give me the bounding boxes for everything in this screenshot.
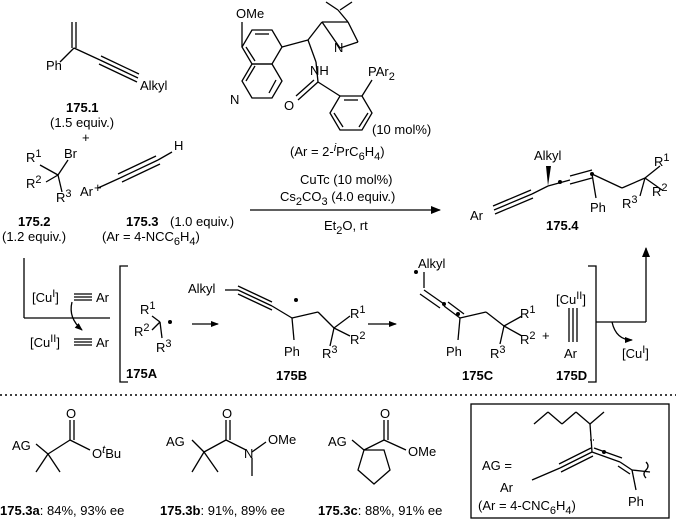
label-cu1-alkyne: [CuI] [32, 288, 59, 305]
label-r1-175A: R1 [140, 300, 156, 317]
label-cu2-alkyne: [CuII] [30, 333, 60, 350]
label-ag-a: AG [12, 438, 31, 453]
structure-175-4 [492, 165, 663, 215]
label-n-quinoline: N [230, 92, 239, 107]
structure-175-3 [97, 151, 173, 189]
label-ag-b: AG [166, 434, 185, 449]
label-ar-box: Ar [500, 480, 514, 495]
label-ph-175C: Ph [446, 344, 462, 359]
label-alkyl-175-1: Alkyl [140, 78, 168, 93]
condition-solvent: Et2O, rt [324, 218, 368, 237]
label-alkyl-175-4: Alkyl [534, 148, 562, 163]
compound-175B: 175B [276, 368, 307, 383]
label-ar-175-4: Ar [470, 208, 484, 223]
label-ar-175D: Ar [564, 346, 578, 361]
compound-175A: 175A [126, 366, 158, 381]
ligand-ar-definition: (Ar = 2-iPrC6H4) [290, 142, 385, 163]
label-otbu-a: OtBu [92, 444, 121, 461]
label-alkyl-175B: Alkyl [188, 281, 216, 296]
equiv-175-1: (1.5 equiv.) [50, 115, 114, 130]
label-cu2-ar: Ar [96, 335, 110, 350]
ag-definition-box [470, 403, 670, 519]
label-ome-b: OMe [268, 432, 296, 447]
compound-175C: 175C [462, 368, 494, 383]
label-r2-175-4: R2 [652, 182, 668, 199]
label-cu1-regenerated: [CuI] [622, 344, 649, 361]
ar-definition-175-3: (Ar = 4-NCC6H4) [102, 229, 200, 248]
compound-175-1: 175.1 [66, 100, 99, 115]
label-r2-175-2: R2 [26, 174, 42, 191]
label-ar-175-3: Ar [80, 184, 94, 199]
structure-175B [225, 285, 351, 347]
structure-175C [419, 272, 523, 345]
result-175-3c: 175.3c: 88%, 91% ee [318, 503, 442, 518]
label-br: Br [64, 146, 78, 161]
label-n-b: N [244, 446, 253, 461]
label-h-175-3: H [174, 138, 183, 153]
label-r1-175B: R1 [350, 304, 366, 321]
structure-175-3b [191, 420, 267, 476]
label-o: O [284, 98, 294, 113]
condition-cutc: CuTc (10 mol%) [300, 172, 392, 187]
label-ph-175-4: Ph [590, 200, 606, 215]
structure-175-3a [35, 420, 91, 473]
label-ph-175-1: Ph [46, 58, 62, 73]
label-r1-175C: R1 [520, 304, 536, 321]
label-alkyl-175C: Alkyl [418, 256, 446, 271]
structure-175-3c [351, 420, 407, 485]
label-ome-c: OMe [408, 444, 436, 459]
label-ome: OMe [236, 6, 264, 21]
label-cu2-175D: [CuII] [556, 290, 586, 307]
equiv-175-3: (1.0 equiv.) [170, 214, 234, 229]
label-ph-box: Ph [628, 494, 644, 509]
label-r2-175B: R2 [350, 330, 366, 347]
label-n-quinuclidine: N [334, 40, 343, 55]
label-cu1-ar: Ar [96, 290, 110, 305]
equiv-175-2: (1.2 equiv.) [2, 229, 66, 244]
plus-mechanism: + [542, 328, 550, 343]
label-o-a: O [66, 406, 76, 421]
compound-175-3: 175.3 [126, 214, 159, 229]
label-r3-175-2: R3 [56, 188, 72, 205]
compound-175D: 175D [556, 368, 587, 383]
label-ag-equals: AG = [482, 458, 512, 473]
label-ag-c: AG [328, 434, 347, 449]
plus-1: + [82, 130, 90, 145]
label-r1-175-2: R1 [26, 148, 42, 165]
label-r3-175C: R3 [490, 344, 506, 361]
label-r3-175B: R3 [322, 344, 338, 361]
label-r3-175-4: R3 [622, 194, 638, 211]
result-175-3b: 175.3b: 91%, 89% ee [160, 503, 285, 518]
label-r3-175A: R3 [156, 338, 172, 355]
result-175-3a: 175.3a: 84%, 93% ee [0, 503, 124, 518]
structure-175-2 [39, 159, 69, 193]
compound-175-2: 175.2 [18, 214, 51, 229]
label-r1-175-4: R1 [654, 152, 670, 169]
structure-ligand [241, 1, 373, 131]
label-ph-175B: Ph [284, 344, 300, 359]
compound-175-4: 175.4 [546, 218, 579, 233]
structure-ag [531, 411, 651, 491]
label-r2-175A: R2 [134, 322, 150, 339]
label-nh: NH [310, 63, 329, 78]
ar-definition-box: (Ar = 4-CNC6H4) [478, 498, 576, 517]
label-r2-175C: R2 [520, 330, 536, 347]
label-o-c: O [380, 406, 390, 421]
label-par2: PAr2 [368, 64, 395, 83]
plus-2: + [94, 180, 102, 195]
condition-base: Cs2CO3 (4.0 equiv.) [280, 189, 395, 208]
label-o-b: O [222, 406, 232, 421]
ligand-loading: (10 mol%) [372, 122, 431, 137]
structure-175-1 [59, 22, 140, 83]
